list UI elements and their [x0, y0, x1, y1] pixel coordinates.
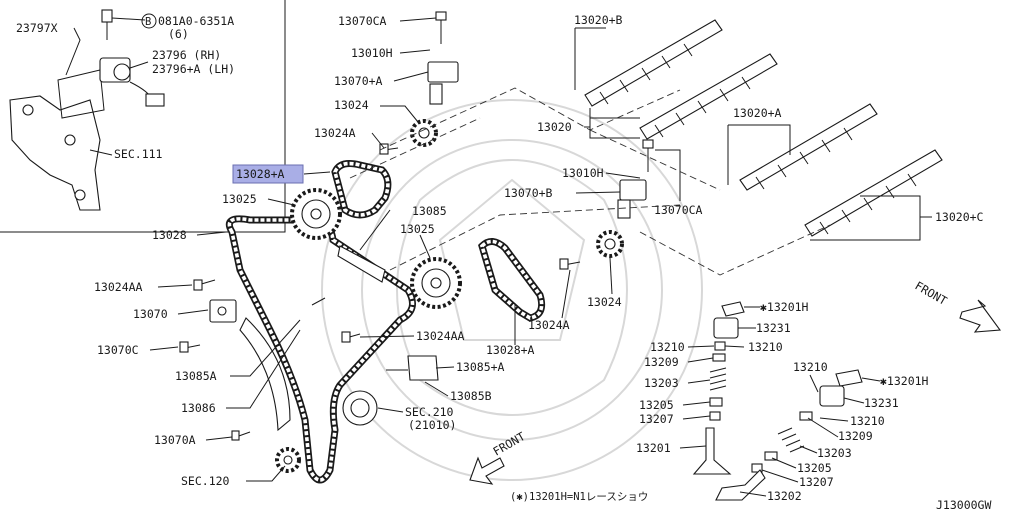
label-13070c[interactable]: 13070C [97, 343, 139, 357]
label-13070ca-top[interactable]: 13070CA [338, 14, 387, 28]
label-13202[interactable]: 13202 [767, 489, 802, 503]
label-13028[interactable]: 13028 [152, 228, 187, 242]
front-arrow-right [959, 299, 1002, 333]
front-label-right: FRONT [913, 278, 950, 307]
label-sec210[interactable]: SEC.210 [405, 405, 454, 419]
label-13070b[interactable]: 13070+B [504, 186, 553, 200]
label-13010h-mid[interactable]: 13010H [562, 166, 604, 180]
tensioner-13070 [209, 299, 237, 323]
label-13201h-a[interactable]: ✱13201H [760, 300, 809, 314]
chain-guide-13085a [239, 317, 291, 432]
label-13205-b[interactable]: 13205 [797, 461, 832, 475]
label-13024-mid[interactable]: 13024 [587, 295, 622, 309]
label-13201-a[interactable]: 13201 [636, 441, 671, 455]
label-13210-b2[interactable]: 13210 [850, 414, 885, 428]
valve-train-group-a [692, 301, 745, 475]
valve-train-group-b [715, 369, 863, 501]
label-13085a-right[interactable]: 13085+A [456, 360, 505, 374]
label-sec120[interactable]: SEC.120 [181, 474, 230, 488]
label-13070a-low[interactable]: 13070A [154, 433, 196, 447]
sprocket-13024-mid [596, 230, 624, 258]
front-arrow-left [469, 456, 505, 485]
label-13210-b[interactable]: 13210 [793, 360, 828, 374]
front-label-left: FRONT [491, 429, 528, 458]
footnote: (✱)13201H=N1レースショウ [510, 491, 648, 503]
oil-pump-sec210 [342, 390, 378, 426]
label-13209-a[interactable]: 13209 [644, 355, 679, 369]
label-13024a-mid[interactable]: 13024A [528, 318, 570, 332]
leader-lines [65, 17, 932, 497]
tensioner-13070a-top [427, 11, 459, 105]
label-13210-a1[interactable]: 13210 [650, 340, 685, 354]
highlight-13028a [232, 164, 304, 184]
assembly-dashed-lines [349, 87, 831, 276]
part-labels: 23797X B 081A0-6351A (6) 23796 (RH) 2379… [16, 13, 991, 511]
b-circle-icon [141, 13, 157, 29]
label-13020[interactable]: 13020 [537, 120, 572, 134]
label-13025-left[interactable]: 13025 [222, 192, 257, 206]
label-081a0-6351a[interactable]: 081A0-6351A [158, 14, 234, 28]
label-13024aa-mid[interactable]: 13024AA [416, 329, 465, 343]
tensioner-13070b [617, 139, 654, 219]
label-13085b[interactable]: 13085B [450, 389, 492, 403]
label-13070ca-mid[interactable]: 13070CA [654, 203, 703, 217]
label-23796a[interactable]: 23796+A (LH) [152, 62, 235, 76]
label-sec210-sub: (21010) [408, 418, 456, 432]
camshaft-13020 [639, 53, 778, 140]
label-13024aa-left[interactable]: 13024AA [94, 280, 143, 294]
label-bolt-qty: (6) [168, 27, 189, 41]
camshaft-13020c [804, 149, 943, 237]
label-13024a-top[interactable]: 13024A [314, 126, 356, 140]
label-13201h-b[interactable]: ✱13201H [880, 374, 929, 388]
camshaft-13020b [584, 19, 723, 107]
crank-sprocket-sec120 [275, 447, 301, 473]
label-13085-top[interactable]: 13085 [412, 204, 447, 218]
label-13231-b[interactable]: 13231 [864, 396, 899, 410]
tensioner-13085b [386, 355, 439, 381]
sprocket-13025-left [290, 188, 342, 240]
label-13203-a[interactable]: 13203 [644, 376, 679, 390]
label-13024-top[interactable]: 13024 [334, 98, 369, 112]
bolts [179, 143, 581, 441]
watermark-emblem [321, 99, 703, 481]
label-13209-b[interactable]: 13209 [838, 429, 873, 443]
label-13205-a[interactable]: 13205 [639, 398, 674, 412]
label-13207-b[interactable]: 13207 [799, 475, 834, 489]
label-13070[interactable]: 13070 [133, 307, 168, 321]
inset-panel [0, 0, 286, 233]
b-letter-icon: B [145, 16, 151, 28]
label-23797x[interactable]: 23797X [16, 21, 58, 35]
label-13025-mid[interactable]: 13025 [400, 222, 435, 236]
secondary-timing-chain-left [331, 160, 392, 219]
sprocket-13025-mid [410, 257, 462, 309]
label-13085a[interactable]: 13085A [175, 369, 217, 383]
label-13203-b[interactable]: 13203 [817, 446, 852, 460]
front-cover-bracket [9, 69, 105, 211]
label-13207-a[interactable]: 13207 [639, 412, 674, 426]
secondary-timing-chain-right [478, 238, 546, 322]
label-13210-a2[interactable]: 13210 [748, 340, 783, 354]
label-13010h-top[interactable]: 13010H [351, 46, 393, 60]
label-13020c[interactable]: 13020+C [935, 210, 984, 224]
bolt-081a0-part [101, 9, 113, 40]
diagram-code: J13000GW [936, 498, 991, 511]
label-sec111[interactable]: SEC.111 [114, 147, 163, 161]
label-13231-a[interactable]: 13231 [756, 321, 791, 335]
label-13020a[interactable]: 13020+A [733, 106, 782, 120]
chain-guide-13085 [337, 245, 386, 283]
label-13070a-top[interactable]: 13070+A [334, 74, 383, 88]
camshaft-13020a [739, 103, 878, 191]
label-13020b[interactable]: 13020+B [574, 13, 623, 27]
label-13028a-highlight[interactable]: 13028+A [236, 167, 285, 181]
sensor-23796-part [99, 57, 165, 107]
label-13028a-mid[interactable]: 13028+A [486, 343, 535, 357]
label-13086[interactable]: 13086 [181, 401, 216, 415]
label-23796[interactable]: 23796 (RH) [152, 48, 221, 62]
sprocket-13024-top [410, 119, 438, 147]
